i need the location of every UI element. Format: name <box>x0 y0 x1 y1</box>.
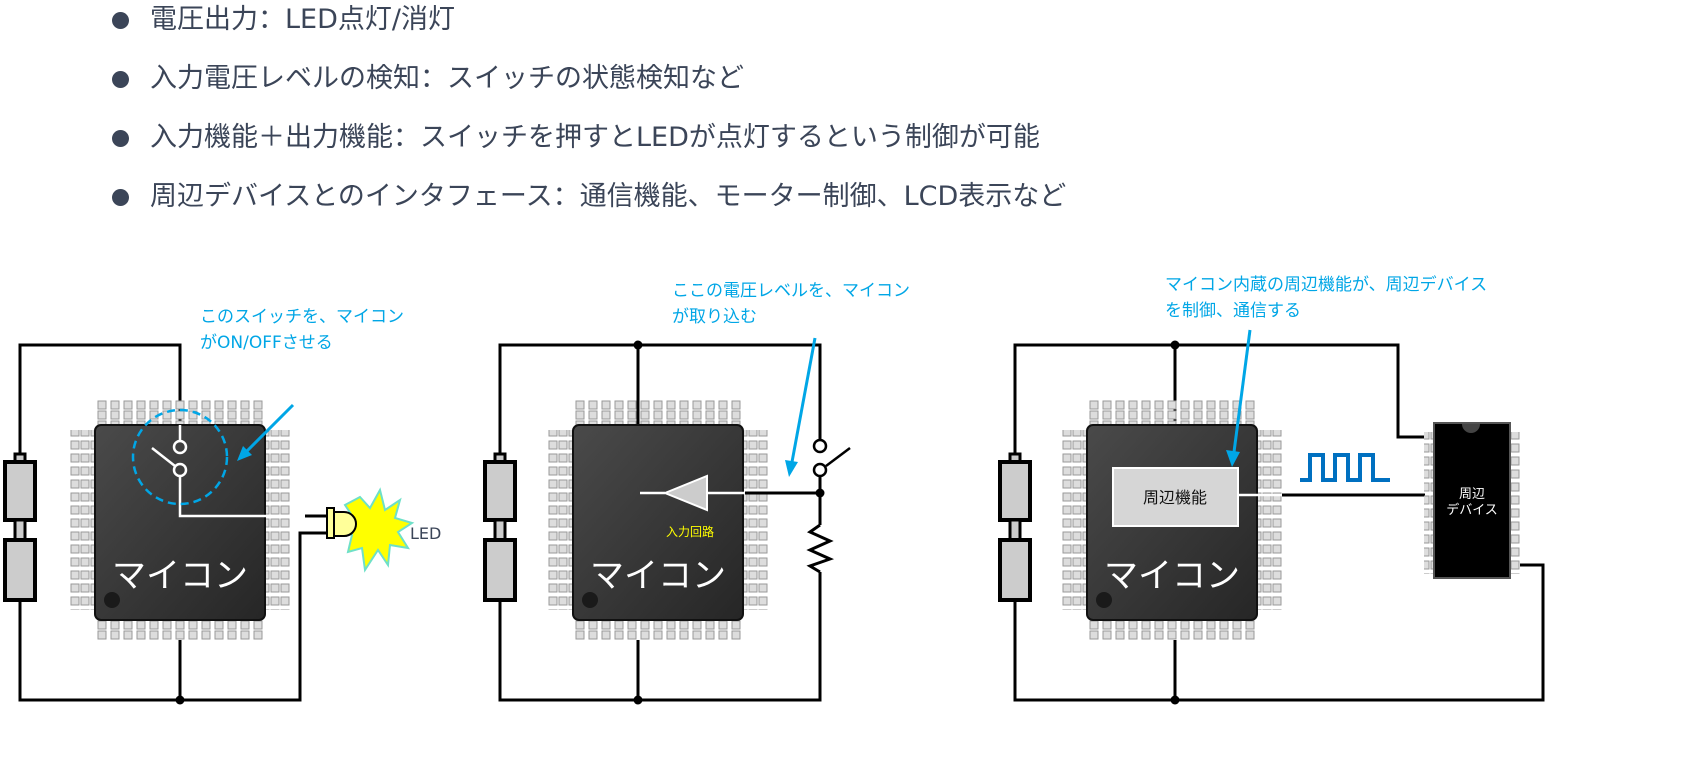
annotation-text: が取り込む <box>672 307 757 327</box>
junction-dot <box>633 695 643 705</box>
chip-label: マイコン <box>590 556 726 596</box>
panel-peripheral-interface: 周辺機能 周辺 デバイス マイコン内蔵の周辺機能が、周辺デバイス を制御、通信す… <box>998 274 1545 705</box>
annotation-text: ここの電圧レベルを、マイコン <box>672 281 910 301</box>
device-label: デバイス <box>1446 502 1498 518</box>
annotation-text: マイコン内蔵の周辺機能が、周辺デバイス <box>1165 274 1487 295</box>
annotation-text: がON/OFFさせる <box>200 333 333 353</box>
bullet-icon <box>112 12 129 29</box>
panel-led-output: このスイッチを、マイコン がON/OFFさせる マイコン LED <box>3 307 441 705</box>
bullet-icon <box>112 71 129 88</box>
pulldown-resistor-icon <box>806 523 835 574</box>
bullet-list: 電圧出力：LED点灯/消灯 入力電圧レベルの検知：スイッチの状態検知など 入力機… <box>112 0 1066 236</box>
bullet-item: 電圧出力：LED点灯/消灯 <box>112 0 1066 59</box>
junction-dot <box>633 340 643 350</box>
bullet-text: 入力電圧レベルの検知：スイッチの状態検知など <box>150 63 744 94</box>
bullet-icon <box>112 189 129 206</box>
bullet-item: 入力機能＋出力機能：スイッチを押すとLEDが点灯するという制御が可能 <box>112 118 1066 177</box>
bullet-icon <box>112 130 129 147</box>
arrow-icon <box>1232 329 1252 453</box>
switch-icon <box>172 439 188 455</box>
switch-icon <box>812 438 828 454</box>
dashed-highlight-circle <box>131 408 229 506</box>
resistor-icon <box>998 452 1032 602</box>
annotation-text: このスイッチを、マイコン <box>200 307 404 327</box>
microcontroller-chip <box>547 399 769 641</box>
chip-label: マイコン <box>1104 556 1240 596</box>
bullet-text: 電圧出力：LED点灯/消灯 <box>150 4 455 35</box>
junction-dot <box>175 695 185 705</box>
arrow-icon <box>241 403 295 457</box>
bullet-item: 入力電圧レベルの検知：スイッチの状態検知など <box>112 59 1066 118</box>
resistor-icon <box>483 452 517 602</box>
square-wave-icon <box>1300 453 1390 482</box>
panel-input-detect: 入力回路 ここの電圧レベルを、マイコン が取り込む マイコン <box>483 281 910 705</box>
junction-dot <box>1170 695 1180 705</box>
peripheral-function-box <box>1112 467 1239 527</box>
led-icon <box>326 507 335 539</box>
bullet-text: 入力機能＋出力機能：スイッチを押すとLEDが点灯するという制御が可能 <box>150 122 1040 153</box>
chip-label: マイコン <box>112 556 248 596</box>
arrow-icon <box>790 337 817 463</box>
led-label: LED <box>410 524 441 543</box>
peripheral-function-label: 周辺機能 <box>1143 488 1207 507</box>
annotation-text: を制御、通信する <box>1165 301 1301 321</box>
peripheral-device-ic: 周辺 デバイス <box>1424 422 1520 579</box>
bullet-item: 周辺デバイスとのインタフェース：通信機能、モーター制御、LCD表示など <box>112 177 1066 236</box>
bullet-text: 周辺デバイスとのインタフェース：通信機能、モーター制御、LCD表示など <box>150 181 1067 212</box>
device-label: 周辺 <box>1459 487 1485 502</box>
resistor-icon <box>3 452 37 602</box>
junction-dot <box>1170 340 1180 350</box>
input-circuit-label: 入力回路 <box>666 524 714 539</box>
